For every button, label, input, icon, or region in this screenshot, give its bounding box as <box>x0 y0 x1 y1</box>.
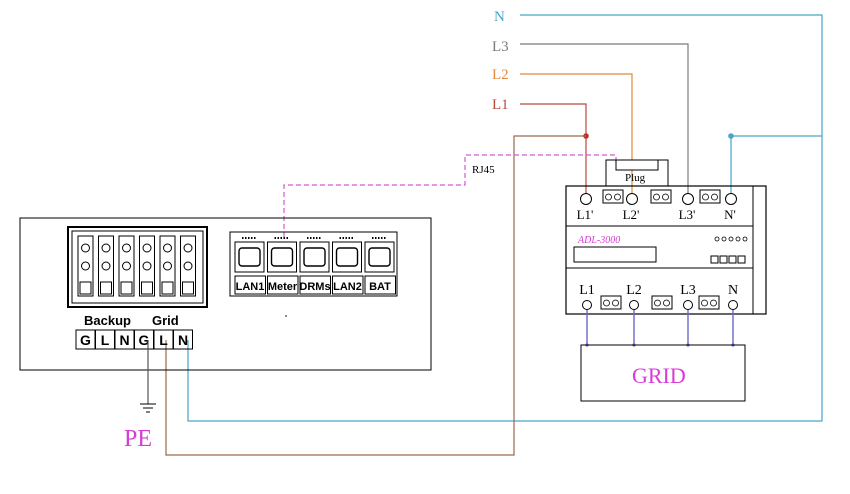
phase-label-l2: L2 <box>492 67 509 83</box>
grid-box <box>580 344 746 402</box>
terminal-screw <box>163 261 172 271</box>
grid-box-label: GRID <box>632 363 686 388</box>
terminal-letter: G <box>80 332 91 348</box>
terminal-screw <box>122 261 131 271</box>
terminal-letter: L <box>159 332 168 348</box>
ac-terminal-block <box>67 226 208 308</box>
phase-label-l1: L1 <box>492 97 509 113</box>
meter-top-label: N' <box>724 207 736 222</box>
meter-top-terminals: L1' L2' L3' N' <box>577 189 737 222</box>
terminal-slot <box>180 235 196 297</box>
meter-button <box>737 255 746 264</box>
terminal-screw <box>81 261 90 271</box>
screw-block <box>600 295 622 310</box>
terminal-letter: G <box>139 332 150 348</box>
phase-label-l3: L3 <box>492 39 509 55</box>
l2-wire <box>520 73 633 195</box>
screw-block <box>698 295 720 310</box>
phase-label-n: N <box>494 9 505 25</box>
terminal-cell <box>173 329 193 350</box>
indicator-led <box>728 236 734 242</box>
screw-block <box>602 189 624 204</box>
port-label: DRMs <box>299 281 330 293</box>
meter-button <box>719 255 728 264</box>
meter-buttons <box>710 255 746 264</box>
terminal-screw <box>183 261 193 271</box>
meter-model: ADL-3000 <box>577 235 620 246</box>
port-label: BAT <box>369 281 391 293</box>
screw-block <box>650 189 672 204</box>
terminal-slot <box>98 235 114 297</box>
port-jack <box>267 241 297 273</box>
meter-button <box>710 255 719 264</box>
screw-block <box>699 189 721 204</box>
meter-top-label: L1' <box>577 207 594 222</box>
indicator-led <box>714 236 720 242</box>
terminal-screw <box>101 243 111 253</box>
terminal-screw <box>142 243 152 253</box>
meter-bottom-terminal <box>582 300 592 310</box>
meter-bottom-label: L3 <box>680 283 696 298</box>
terminal-slot <box>159 235 176 297</box>
grid-label: Grid <box>152 313 179 328</box>
l3-wire <box>520 43 689 195</box>
port-jack <box>299 241 330 273</box>
indicator-led <box>735 236 741 242</box>
meter-button <box>728 255 737 264</box>
meter-top-terminal <box>626 193 638 205</box>
meter-top-label: L3' <box>679 207 696 222</box>
meter-bottom-terminal <box>683 300 693 310</box>
indicator-led <box>742 236 748 242</box>
meter-bottom-label: N <box>728 283 738 298</box>
port-label: LAN1 <box>236 281 265 293</box>
n-junction-dot <box>728 133 734 139</box>
terminal-letter: L <box>101 332 110 348</box>
port-jack <box>332 241 362 273</box>
terminal-screw <box>142 261 152 271</box>
meter-bottom-terminal <box>629 300 639 310</box>
rj45-cable <box>283 154 617 237</box>
l1-wire <box>520 103 587 195</box>
comm-port-block <box>229 231 398 297</box>
terminal-screw <box>163 243 172 253</box>
terminal-slot <box>77 235 94 297</box>
port-jack <box>364 241 395 273</box>
meter-bottom-label: L2 <box>626 283 642 298</box>
terminal-screw <box>101 261 111 271</box>
terminal-screw <box>183 243 193 253</box>
meter-top-terminal <box>682 193 694 205</box>
inverter-box <box>19 217 432 371</box>
terminal-screw <box>122 243 131 253</box>
rj45-label: RJ45 <box>472 164 495 176</box>
meter-indicator-leds <box>714 236 748 242</box>
terminal-slot <box>118 235 135 297</box>
meter-top-terminal <box>725 193 737 205</box>
terminal-slots <box>77 235 196 297</box>
terminal-screw <box>81 243 90 253</box>
indicator-led <box>721 236 727 242</box>
meter-bottom-terminal <box>728 300 738 310</box>
port-label: Meter <box>268 281 298 293</box>
plug-label: Plug <box>625 172 646 184</box>
meter-top-label: L2' <box>623 207 640 222</box>
terminal-letter: N <box>119 332 129 348</box>
meter-display-panel <box>565 225 754 269</box>
terminal-slot <box>139 235 155 297</box>
port-jack <box>234 241 265 273</box>
port-label: LAN2 <box>333 281 362 293</box>
n-wire <box>187 14 823 422</box>
terminal-letter: N <box>178 332 188 348</box>
meter-bottom-label: L1 <box>579 283 595 298</box>
meter-lcd <box>573 246 657 263</box>
pe-label: PE <box>124 426 152 452</box>
screw-block <box>651 295 673 310</box>
meter-bottom-terminals: L1 L2 L3 N <box>579 283 738 347</box>
backup-label: Backup <box>84 313 131 328</box>
meter-top-terminal <box>580 193 592 205</box>
l1-return-wire <box>165 135 586 456</box>
